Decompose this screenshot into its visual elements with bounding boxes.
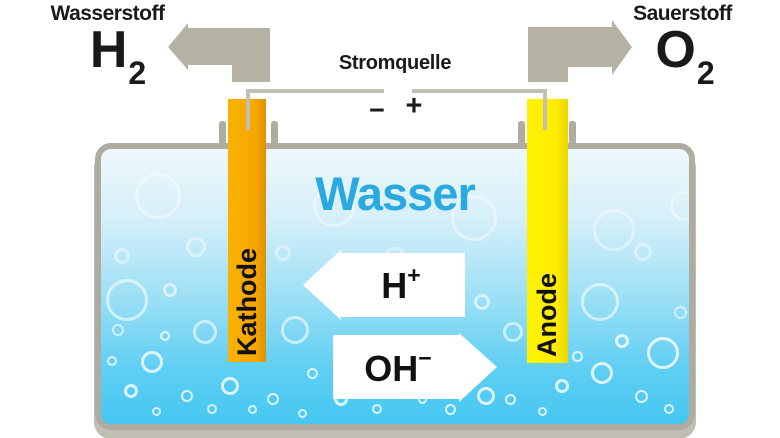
bubble-icon <box>151 406 161 416</box>
bubble-icon <box>503 322 523 342</box>
bubble-icon <box>477 387 495 405</box>
bubble-icon <box>112 324 124 336</box>
bubble-icon <box>186 237 206 257</box>
bubble-icon <box>106 279 148 321</box>
hydrogen-ion-symbol: H <box>381 265 408 306</box>
hydroxide-ion-label: OH− <box>364 346 431 389</box>
bubble-icon <box>673 305 687 319</box>
bubbles-layer <box>101 149 689 424</box>
bubble-icon <box>124 384 138 398</box>
bubble-icon <box>591 362 613 384</box>
negative-terminal-sign: − <box>369 95 385 125</box>
oxygen-name-label: Sauerstoff <box>633 2 732 25</box>
wire-right-segment <box>412 89 545 93</box>
hydroxide-ion-charge: − <box>418 344 432 371</box>
oxygen-symbol: O <box>655 21 696 79</box>
bubble-icon <box>474 294 490 310</box>
anode-label: Anode <box>532 273 562 357</box>
bubble-icon <box>221 377 239 395</box>
bubble-icon <box>581 283 619 321</box>
bubble-icon <box>571 350 583 362</box>
rim-stub <box>219 121 226 147</box>
cathode-label: Kathode <box>231 248 262 356</box>
oxygen-out-arrow-icon <box>528 20 632 82</box>
bubble-icon <box>537 406 547 416</box>
power-source-label: Stromquelle <box>338 52 452 74</box>
bubble-icon <box>444 403 456 415</box>
hydroxide-ion-symbol: OH <box>364 347 419 389</box>
bubble-icon <box>135 173 181 219</box>
hydrogen-subscript: 2 <box>128 55 147 92</box>
cathode-electrode: Kathode <box>228 99 266 362</box>
oxygen-subscript: 2 <box>696 55 715 92</box>
rim-stub <box>271 121 278 147</box>
rim-stub <box>518 121 525 147</box>
wire-left-segment <box>246 89 384 93</box>
bubble-icon <box>451 195 497 241</box>
water-label: Wasser <box>315 167 475 220</box>
bubble-icon <box>275 245 291 261</box>
bubble-icon <box>181 390 193 402</box>
hydrogen-out-arrow-icon <box>168 23 270 82</box>
hydrogen-name-label: Wasserstoff <box>50 2 165 25</box>
bubble-icon <box>306 367 318 379</box>
bubble-icon <box>372 404 382 414</box>
rim-stub <box>569 121 576 147</box>
bubble-icon <box>107 356 117 366</box>
bubble-icon <box>267 393 279 405</box>
hydrogen-ion-charge: + <box>407 262 421 288</box>
oxygen-formula: O2 <box>622 21 747 89</box>
positive-terminal-sign: + <box>405 90 423 122</box>
bubble-icon <box>313 185 355 227</box>
wire-anode-vertical <box>543 89 547 130</box>
bubble-icon <box>504 393 516 405</box>
bubble-icon <box>615 334 629 348</box>
bubble-icon <box>297 408 307 418</box>
bubble-icon <box>555 379 569 393</box>
bubble-icon <box>281 316 309 344</box>
hydrogen-ion-label: H+ <box>381 264 420 306</box>
bubble-icon <box>207 404 217 414</box>
bubble-icon <box>634 243 652 261</box>
hydrogen-formula: H2 <box>55 21 180 89</box>
bubble-icon <box>670 191 689 221</box>
hydrogen-symbol: H <box>89 21 128 79</box>
bubble-icon <box>163 283 177 297</box>
wire-cathode-vertical <box>246 89 250 130</box>
bubble-icon <box>141 351 163 373</box>
bubble-icon <box>193 320 217 344</box>
hydrogen-ion-arrow: H+ <box>303 250 465 320</box>
bubble-icon <box>160 331 170 341</box>
bubble-icon <box>114 248 130 264</box>
bubble-icon <box>647 337 679 369</box>
anode-electrode: Anode <box>527 99 568 363</box>
bubble-icon <box>247 404 257 414</box>
hydroxide-ion-arrow: OH− <box>333 333 497 402</box>
bubble-icon <box>634 389 648 403</box>
bubble-icon <box>664 404 674 414</box>
bubble-icon <box>593 209 635 251</box>
